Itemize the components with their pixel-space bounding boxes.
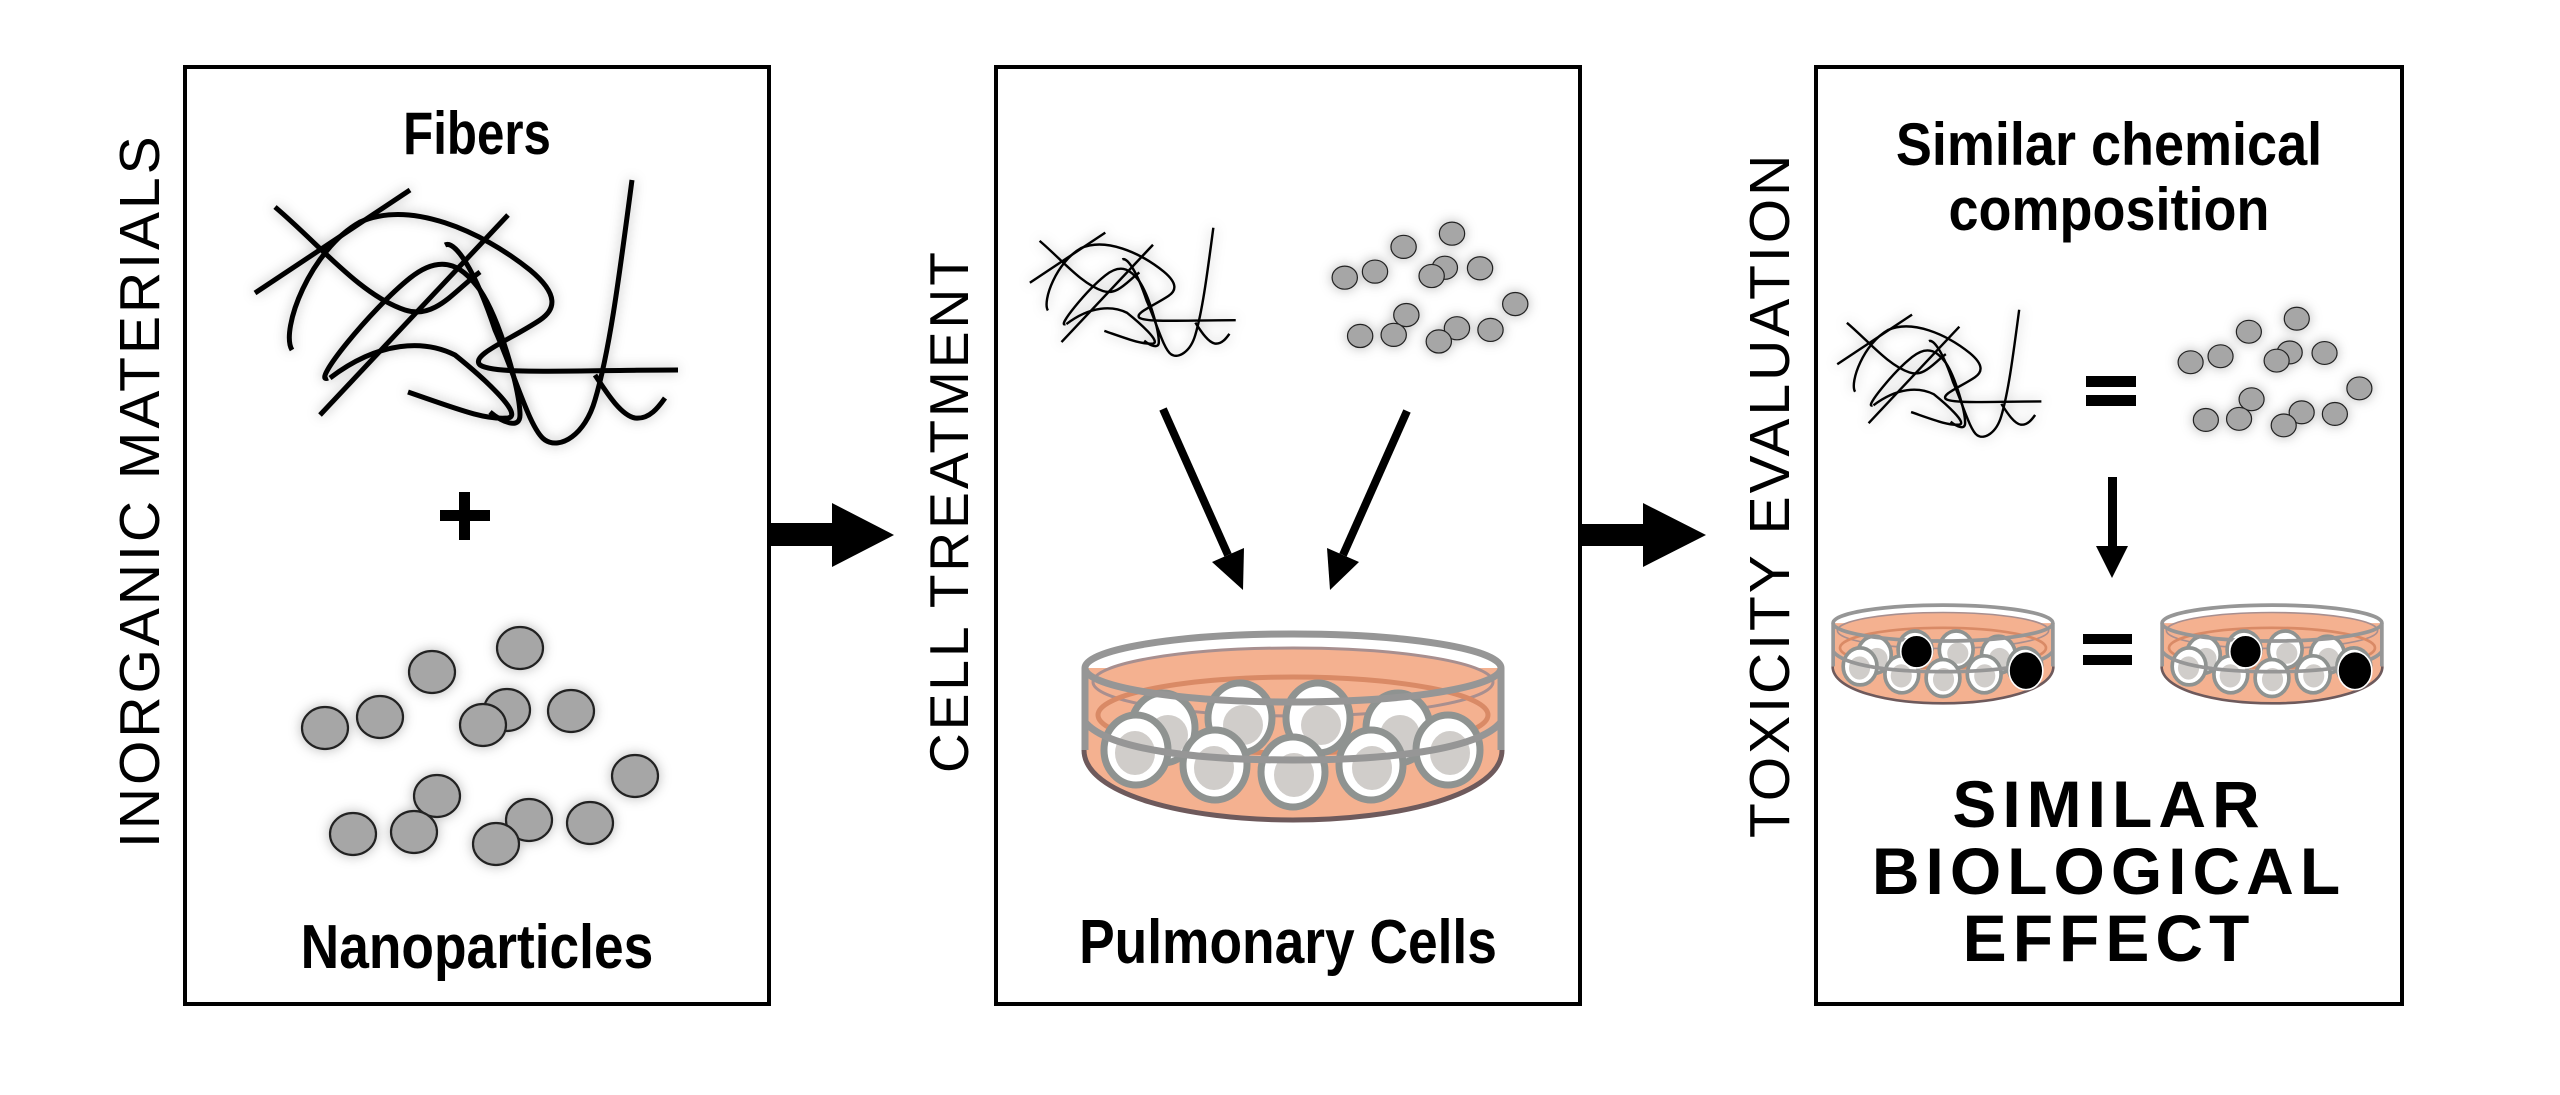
label-pulmonary-cells: Pulmonary Cells [1079,908,1497,977]
label-composition: composition [1948,176,2270,243]
fiber-cluster-large [255,180,678,443]
arrow-composition-to-effect [2096,477,2128,578]
arrow-stage-1-to-2 [767,503,894,567]
equals-sign-composition [2086,376,2136,406]
label-fibers: Fibers [403,100,551,167]
label-similar-chemical: Similar chemical [1895,111,2323,178]
fiber-cluster-compare [1836,308,2043,438]
nanoparticle-cluster-small [1331,221,1529,354]
side-label-toxicity-evaluation: TOXICITY EVALUATION [1738,151,1802,838]
petri-dish-particles-effect [2162,605,2383,703]
side-label-inorganic-materials: INORGANIC MATERIALS [108,133,172,848]
nanoparticle-cluster-large [300,625,660,867]
side-label-cell-treatment: CELL TREATMENT [918,249,980,773]
result-label-line-3: EFFECT [1962,901,2256,975]
fiber-cluster-small [1028,226,1237,357]
result-label-line-1: SIMILAR [1952,767,2266,841]
arrow-particles-to-cells [1327,409,1411,590]
equals-sign-effect [2083,634,2132,665]
nanoparticle-cluster-compare [2177,306,2373,438]
plus-sign [440,492,490,540]
arrow-stage-2-to-3 [1578,503,1706,567]
result-label-line-2: BIOLOGICAL [1871,834,2347,908]
panel-cell-treatment [994,65,1582,1006]
petri-dish-pulmonary-cells [1084,634,1502,820]
petri-dish-fibers-effect [1833,605,2054,703]
label-nanoparticles: Nanoparticles [300,913,654,982]
arrow-fibers-to-cells [1159,407,1244,590]
